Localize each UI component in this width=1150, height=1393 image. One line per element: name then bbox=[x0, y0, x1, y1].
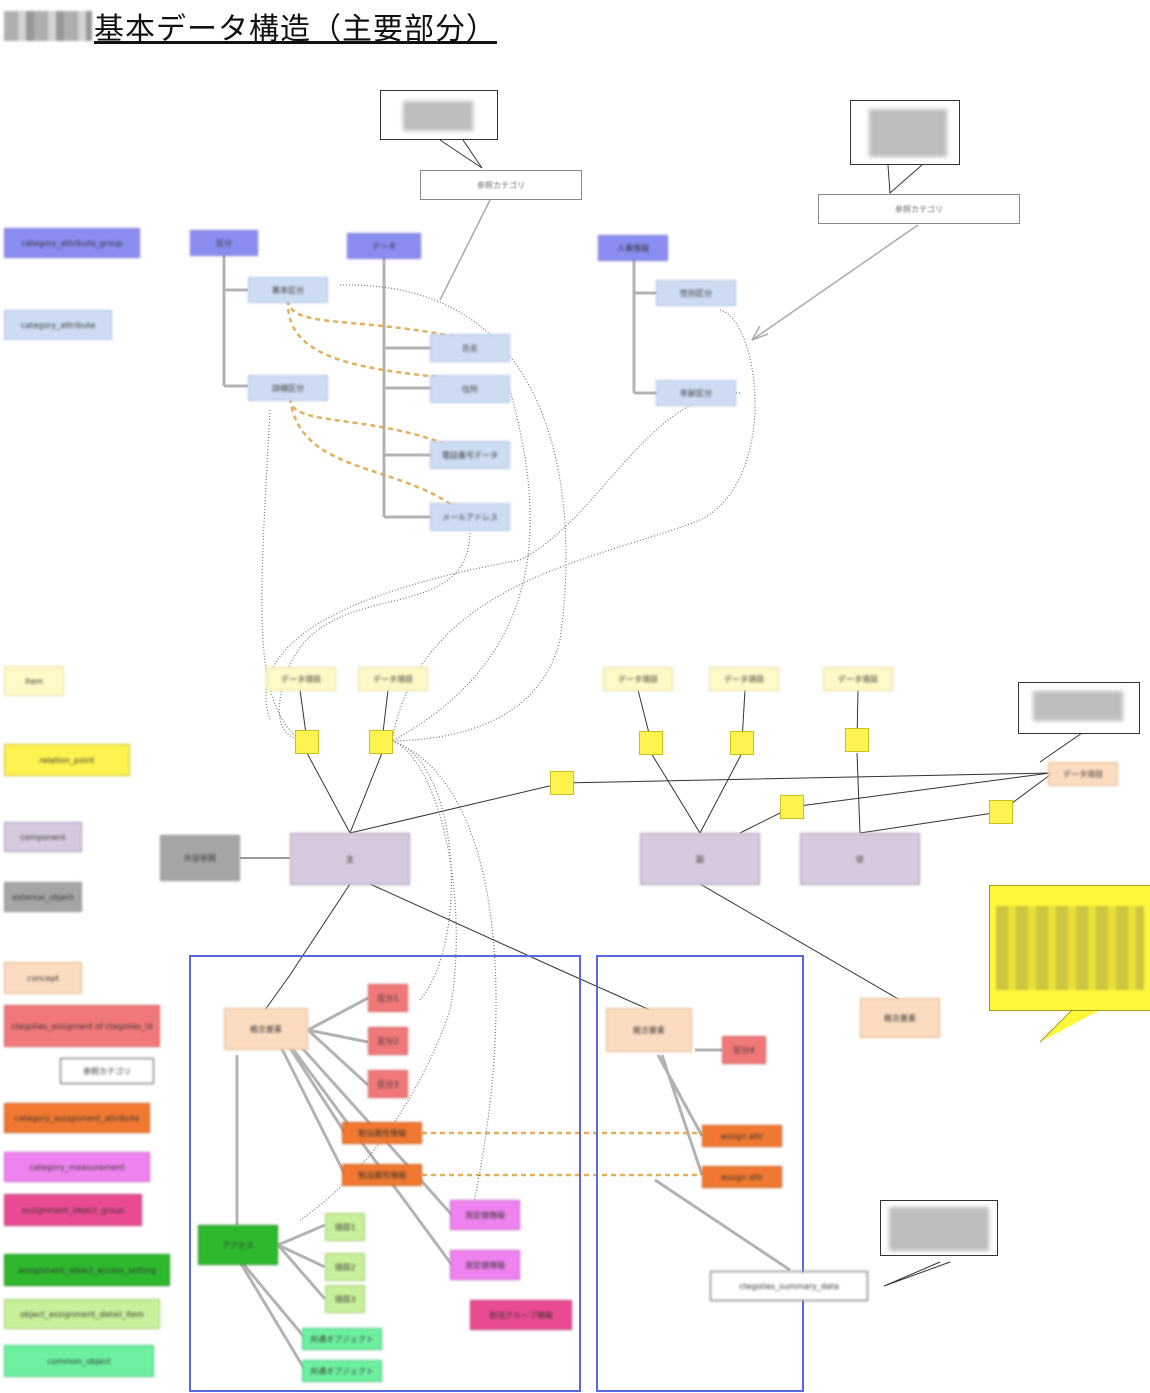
attribute-node: 住所 bbox=[430, 375, 510, 403]
page-title: 基本データ構造（主要部分） bbox=[94, 12, 497, 47]
legend-item: component bbox=[4, 822, 82, 852]
relation-point bbox=[639, 731, 663, 755]
detail-item-node: 項目1 bbox=[325, 1213, 365, 1241]
section-frame bbox=[189, 955, 581, 1392]
legend-item: assignment_object_access_setting bbox=[4, 1254, 170, 1286]
relation-point bbox=[730, 731, 754, 755]
ctegolies-node: 区分1 bbox=[368, 984, 408, 1012]
concept-node: 概念要素 bbox=[224, 1008, 308, 1050]
legend-item: category_assignment_attribute bbox=[4, 1103, 150, 1133]
legend-item: category_attribute bbox=[4, 310, 112, 340]
callout-label: 参照カテゴリ bbox=[420, 170, 582, 200]
assignment-node: 割当属性情報 bbox=[342, 1164, 422, 1186]
legend-item: ctegolies_assigment of ctegolies_id bbox=[4, 1005, 160, 1047]
component-node: 従 bbox=[800, 833, 920, 885]
access-node: アクセス bbox=[198, 1225, 278, 1265]
ctegolies-node: 区分2 bbox=[368, 1027, 408, 1055]
concept-node: 概念要素 bbox=[606, 1008, 692, 1052]
attribute-node: 電話番号データ bbox=[430, 441, 510, 469]
measurement-node: 測定値情報 bbox=[450, 1200, 520, 1230]
page-title-area: 基本データ構造（主要部分） bbox=[4, 6, 497, 47]
section-frame bbox=[596, 955, 804, 1392]
assignment-node: assign attr bbox=[702, 1166, 782, 1188]
ctegolies-node: 区分4 bbox=[722, 1036, 766, 1064]
legend-item: external_object bbox=[4, 882, 82, 912]
logo bbox=[4, 11, 92, 41]
legend-note: 参照カテゴリ bbox=[60, 1058, 154, 1084]
ctegolies-node: 区分3 bbox=[368, 1070, 408, 1098]
callout-label: 参照カテゴリ bbox=[818, 194, 1020, 224]
assignment-node: assign attr bbox=[702, 1125, 782, 1147]
detail-item-node: 項目2 bbox=[325, 1253, 365, 1281]
common-object-node: 共通オブジェクト bbox=[302, 1328, 382, 1350]
summary-data-node: ctegolies_summary_data bbox=[710, 1271, 868, 1301]
sticky-note bbox=[989, 885, 1150, 1011]
callout-box bbox=[1018, 682, 1140, 734]
measurement-node: 測定値情報 bbox=[450, 1250, 520, 1280]
external-node: 外部参照 bbox=[160, 835, 240, 881]
relation-point bbox=[989, 800, 1013, 824]
attribute-node: 氏名 bbox=[430, 334, 510, 362]
item-node: データ項目 bbox=[709, 667, 779, 691]
relation-point bbox=[295, 730, 319, 754]
legend-item: relation_point bbox=[4, 744, 130, 776]
attribute-node: 性別区分 bbox=[656, 280, 736, 306]
item-node: データ項目 bbox=[823, 667, 893, 691]
item-node: データ項目 bbox=[603, 667, 673, 691]
relation-point bbox=[780, 795, 804, 819]
legend-item: category_measurement bbox=[4, 1152, 150, 1182]
concept-node: 概念要素 bbox=[860, 998, 940, 1038]
relation-point bbox=[369, 730, 393, 754]
callout-box bbox=[850, 100, 960, 165]
legend-item: concept bbox=[4, 962, 82, 994]
relation-point bbox=[550, 771, 574, 795]
assignment-group-node: 割当グループ情報 bbox=[470, 1300, 572, 1330]
common-object-node: 共通オブジェクト bbox=[302, 1360, 382, 1382]
group-node: データ bbox=[347, 233, 421, 259]
legend-item: object_assignment_detail_item bbox=[4, 1299, 160, 1329]
assignment-node: 割当属性情報 bbox=[342, 1122, 422, 1144]
legend-item: category_attribute_group bbox=[4, 228, 140, 258]
legend-item: assignment_object_group bbox=[4, 1194, 142, 1226]
callout-box bbox=[880, 1200, 998, 1256]
legend-item: item bbox=[4, 666, 64, 696]
attribute-node: 詳細区分 bbox=[248, 375, 328, 401]
attribute-node: 基本区分 bbox=[248, 277, 328, 303]
callout-box bbox=[380, 90, 498, 140]
relation-point bbox=[845, 728, 869, 752]
attribute-node: 年齢区分 bbox=[656, 380, 736, 406]
component-node: 副 bbox=[640, 833, 760, 885]
component-node: 主 bbox=[290, 833, 410, 885]
group-node: 区分 bbox=[190, 230, 258, 256]
legend-item: common_object bbox=[4, 1345, 154, 1377]
item-node: データ項目 bbox=[266, 667, 336, 691]
detail-item-node: 項目3 bbox=[325, 1285, 365, 1313]
item-node: データ項目 bbox=[1048, 762, 1118, 786]
attribute-node: メールアドレス bbox=[430, 503, 510, 531]
group-node: 人事情報 bbox=[598, 235, 668, 261]
item-node: データ項目 bbox=[358, 667, 428, 691]
